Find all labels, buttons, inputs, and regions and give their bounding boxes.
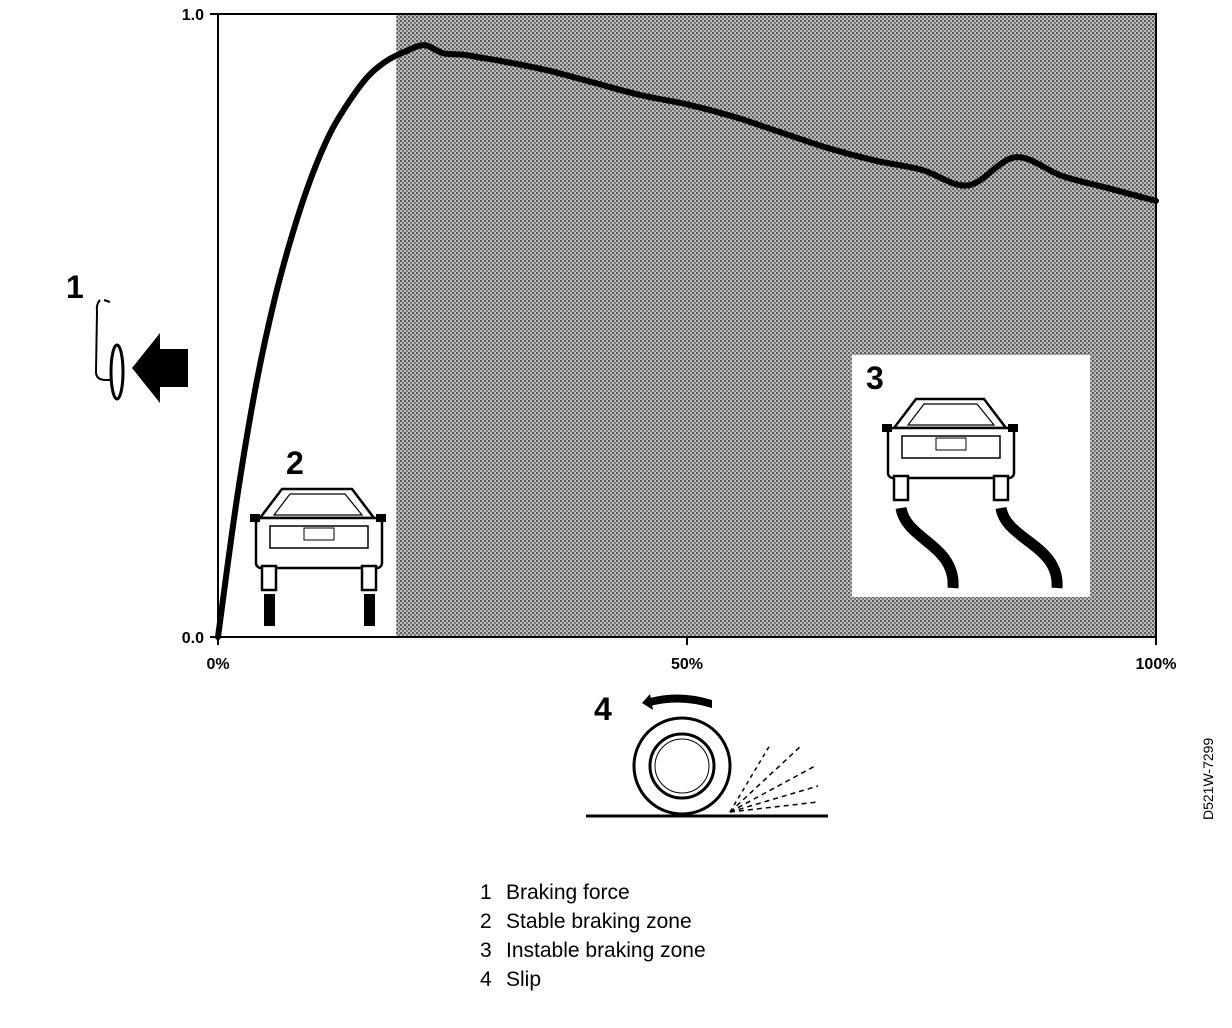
series-line-braking-curve [215,42,1159,640]
callout-4: 4 [594,691,612,727]
braking-force-pedal-icon [94,299,125,401]
x-tick-label: 100% [1136,656,1177,673]
legend-label: Stable braking zone [506,910,692,933]
y-tick-label: 1.0 [182,7,204,24]
legend-item: 1 Braking force [480,878,706,907]
legend-item: 4 Slip [480,965,706,994]
callout-1: 1 [66,269,84,305]
stable-car-icon [250,487,386,626]
legend-number: 4 [480,968,492,991]
legend-number: 2 [480,910,492,933]
legend-number: 3 [480,939,492,962]
legend-label: Slip [506,968,542,991]
x-tick-label: 0% [206,656,229,673]
braking-force-arrow-icon [132,333,188,403]
figure-code: D521W-7299 [1200,737,1216,820]
legend-item: 3 Instable braking zone [480,936,706,965]
legend-number: 1 [480,881,492,904]
axis-ticks: 0% 50% 100% 0.0 1.0 [182,7,1177,673]
slip-wheel-icon [586,694,828,818]
callout-2: 2 [286,445,304,481]
legend-label: Instable braking zone [506,939,706,962]
y-tick-label: 0.0 [182,630,204,647]
instable-car-icon [882,397,1063,589]
legend-item: 2 Stable braking zone [480,907,706,936]
x-tick-label: 50% [671,656,703,673]
callout-3: 3 [866,360,884,396]
legend-label: Braking force [506,881,630,904]
legend: 1 Braking force 2 Stable braking zone 3 Ins… [480,878,706,994]
